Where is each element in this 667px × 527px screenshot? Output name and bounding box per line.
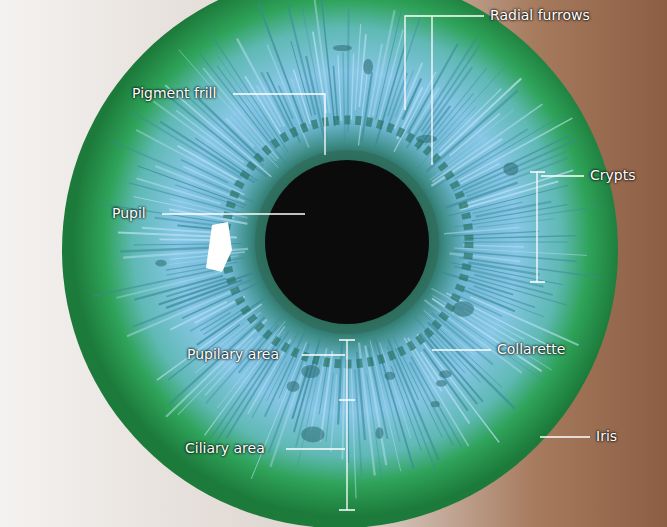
- iris-streak: [179, 50, 276, 161]
- iris-crypt: [452, 301, 474, 317]
- iris-streak: [387, 346, 435, 470]
- iris-streak: [294, 70, 311, 124]
- iris-crypt: [333, 45, 352, 51]
- iris-streak: [270, 365, 305, 467]
- iris-streak: [155, 218, 213, 225]
- iris-crypt: [384, 372, 395, 380]
- iris-streak: [176, 111, 244, 163]
- iris-streak: [370, 340, 401, 471]
- pupil: [265, 160, 429, 324]
- iris-streak: [342, 368, 344, 460]
- part-label: Collarette: [497, 341, 565, 357]
- part-label: Crypts: [590, 167, 636, 183]
- iris-streak: [251, 342, 306, 479]
- iris-streak: [97, 203, 226, 223]
- iris-crypt: [287, 381, 300, 392]
- iris-crypt: [301, 365, 320, 378]
- iris-streak: [320, 0, 335, 126]
- iris-streak: [351, 53, 353, 119]
- iris-streak: [417, 107, 477, 170]
- iris-streak: [93, 269, 222, 296]
- iris-streak: [134, 276, 223, 300]
- iris-streak: [450, 114, 500, 156]
- light-reflection: [206, 222, 232, 272]
- iris-streak: [411, 357, 462, 448]
- part-label: Pigment frill: [132, 85, 216, 101]
- iris-streak: [351, 366, 356, 498]
- iris-streak: [291, 79, 308, 129]
- iris-streak: [333, 66, 337, 120]
- iris-streak: [160, 122, 255, 183]
- iris-streak: [463, 241, 568, 242]
- iris-crypt: [301, 427, 324, 443]
- part-label: Pupilary area: [187, 346, 279, 362]
- iris-streak: [116, 272, 221, 297]
- iris-streak: [454, 114, 565, 179]
- iris-streak: [447, 185, 568, 216]
- iris-streak: [133, 280, 252, 327]
- iris-streak: [425, 300, 522, 373]
- iris-streak: [474, 286, 536, 307]
- iris-streak: [343, 52, 345, 143]
- iris-streak: [166, 319, 267, 416]
- iris-streak: [166, 279, 226, 297]
- iris-streak: [237, 39, 285, 127]
- leader-lines: [162, 16, 590, 510]
- iris-streak: [474, 275, 553, 295]
- iris-crypt: [376, 427, 384, 439]
- pigment-frill: [255, 150, 439, 334]
- iris-streak: [338, 341, 342, 424]
- iris-streak: [226, 118, 254, 146]
- iris-streak: [177, 225, 212, 228]
- iris-streak: [130, 111, 242, 179]
- iris-crypt: [155, 260, 166, 267]
- part-label: Ciliary area: [185, 440, 265, 456]
- iris-streak: [261, 72, 294, 137]
- iris-streak: [201, 312, 231, 330]
- iris-streak: [477, 219, 555, 228]
- iris-streak: [422, 67, 472, 137]
- part-label: Iris: [596, 428, 617, 444]
- iris-crypt: [439, 370, 451, 378]
- iris-streak: [180, 90, 264, 166]
- iris-streak: [463, 139, 578, 190]
- iris-streak: [355, 369, 362, 475]
- iris-streak: [429, 129, 528, 191]
- iris-streak: [467, 236, 576, 239]
- iris-crypt: [436, 380, 447, 387]
- iris-streak: [288, 5, 315, 115]
- iris-streak: [200, 54, 287, 165]
- part-label: Radial furrows: [490, 7, 590, 23]
- iris-disc: [62, 0, 618, 527]
- iris-streak: [454, 248, 587, 255]
- iris-streak: [410, 362, 453, 445]
- iris-streak: [455, 207, 597, 227]
- iris-streak: [347, 9, 350, 132]
- iris-streak: [291, 41, 312, 116]
- iris-streak: [377, 30, 403, 128]
- iris-crypt: [431, 401, 440, 407]
- iris-crypt: [363, 59, 373, 75]
- part-label: Pupil: [112, 205, 146, 221]
- iris-streak: [338, 55, 341, 120]
- iris-streak: [460, 258, 601, 278]
- iris-streak: [470, 297, 578, 345]
- iris-crypt: [503, 162, 518, 175]
